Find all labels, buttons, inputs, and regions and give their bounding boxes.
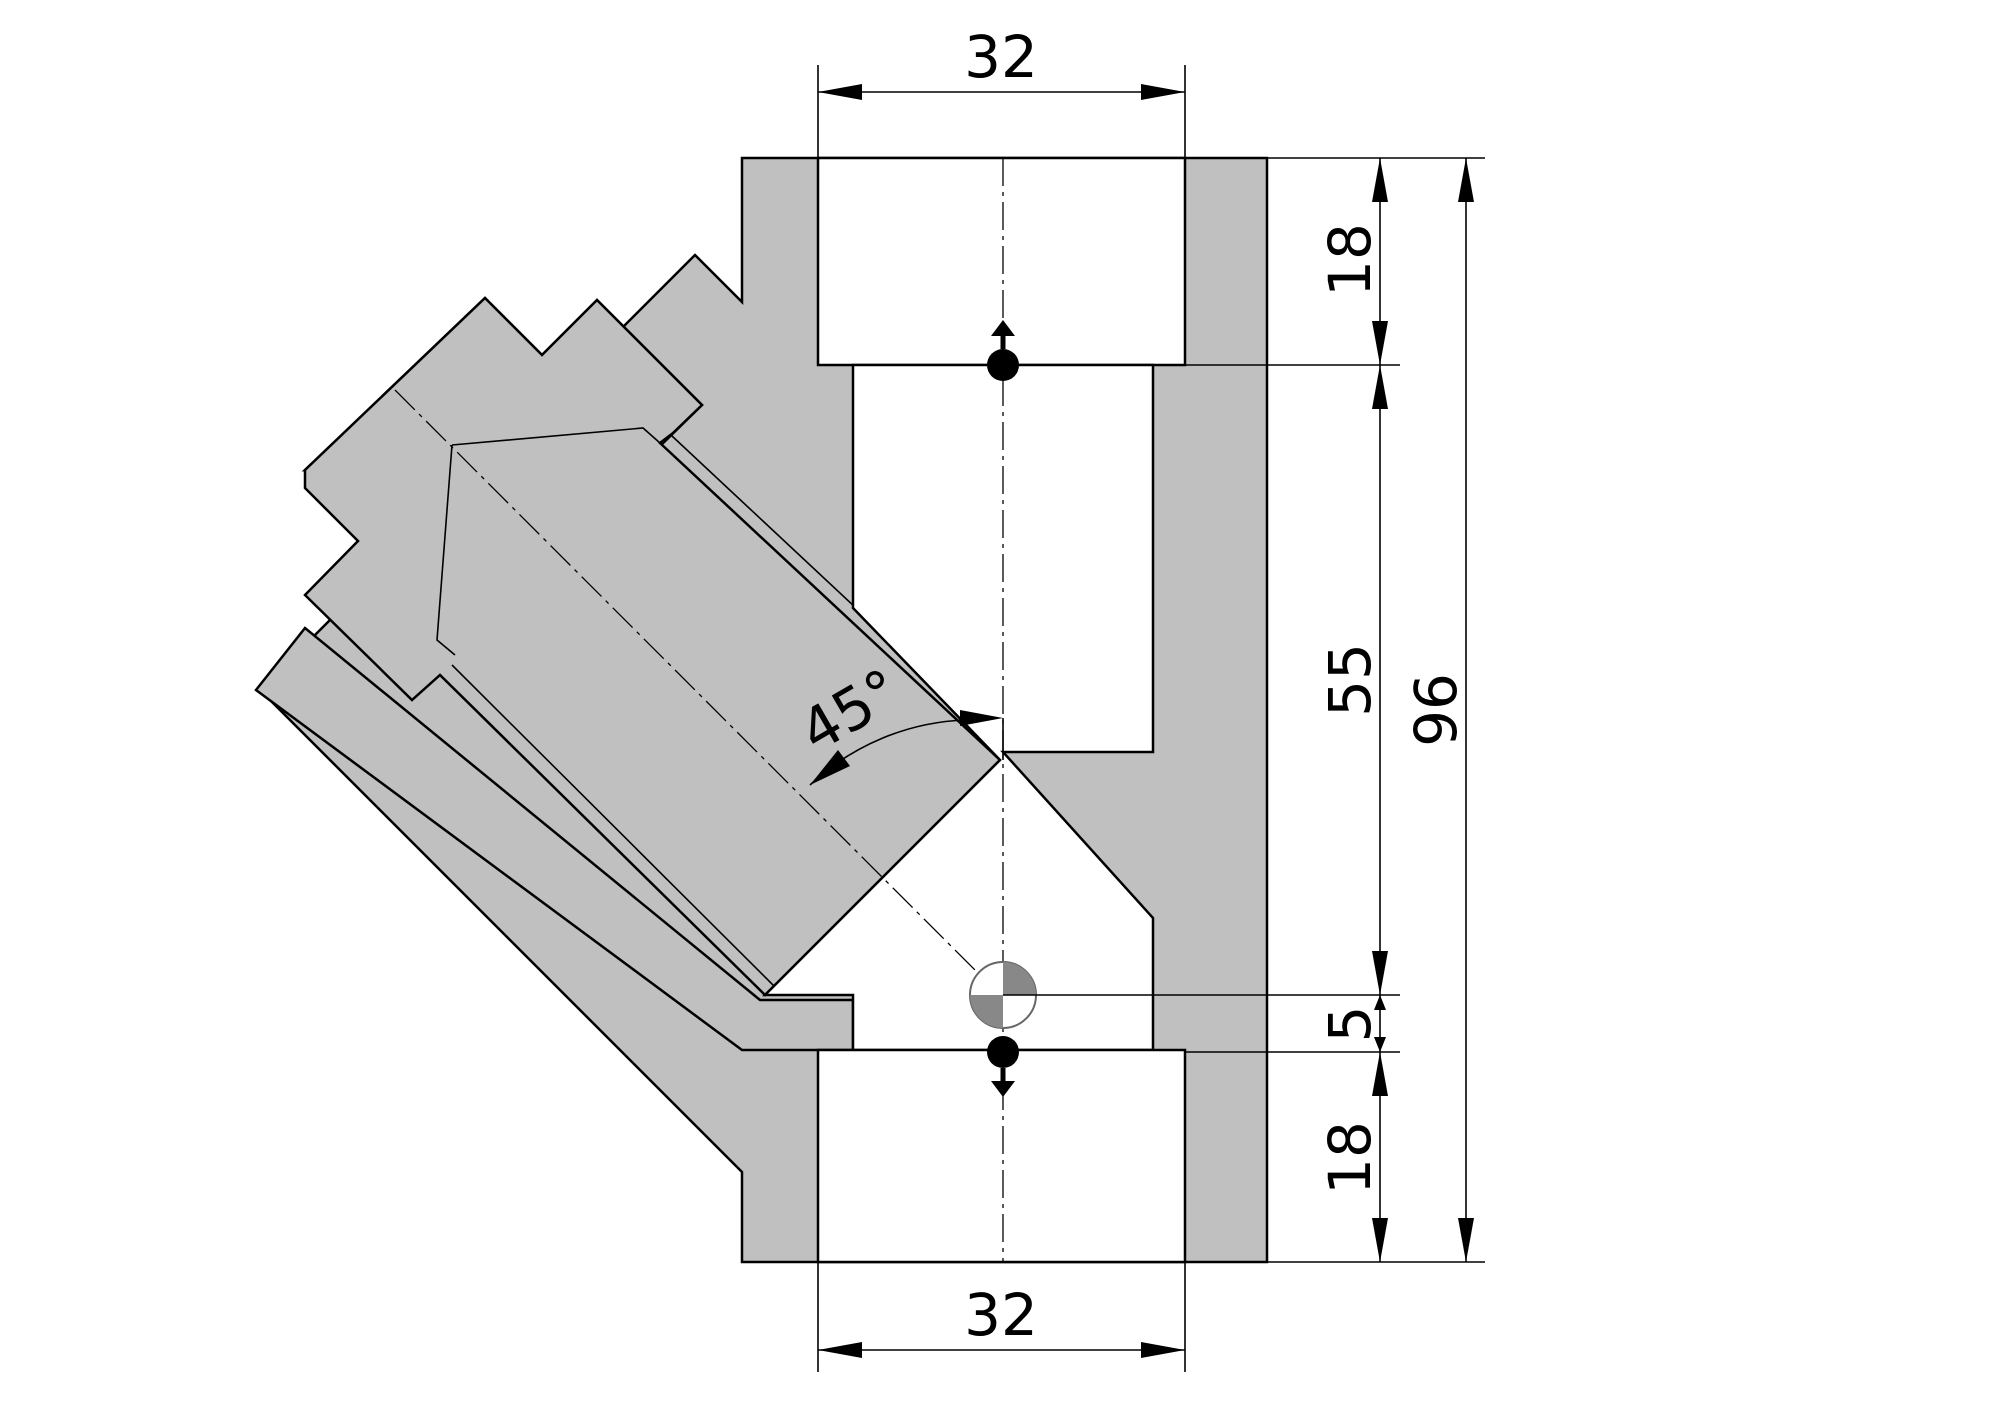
diagonal-centerline bbox=[394, 389, 1004, 999]
top-origin-dot bbox=[987, 349, 1019, 381]
dim-top-width: 32 bbox=[817, 23, 1186, 158]
top-width-label: 32 bbox=[964, 23, 1038, 91]
dim-offset: 5 bbox=[1316, 995, 1386, 1052]
bottom-origin-arrow bbox=[991, 1081, 1015, 1097]
bottom-origin-dot bbox=[987, 1036, 1019, 1068]
gap-line-upper bbox=[659, 442, 1001, 761]
dim-bottom-socket-depth: 18 bbox=[1316, 1052, 1388, 1262]
top-socket-depth-label: 18 bbox=[1316, 223, 1384, 297]
offset-label: 5 bbox=[1316, 1006, 1384, 1043]
dim-bottom-width: 32 bbox=[817, 1262, 1186, 1372]
branch-socket-edge bbox=[436, 444, 456, 656]
gap-line-lower-2 bbox=[451, 664, 776, 988]
bottom-width-label: 32 bbox=[964, 1281, 1038, 1349]
gap-line-lower bbox=[439, 674, 766, 996]
body-height-label: 55 bbox=[1316, 643, 1384, 717]
top-origin-arrow bbox=[991, 320, 1015, 336]
right-extension-lines bbox=[1003, 157, 1485, 1263]
bottom-socket-depth-label: 18 bbox=[1316, 1121, 1384, 1195]
dim-top-socket-depth: 18 bbox=[1316, 158, 1388, 365]
branch-socket-line bbox=[451, 427, 661, 446]
dim-body-height: 55 bbox=[1316, 365, 1388, 995]
overall-height-label: 96 bbox=[1402, 673, 1470, 747]
dim-overall-height: 96 bbox=[1402, 158, 1474, 1262]
